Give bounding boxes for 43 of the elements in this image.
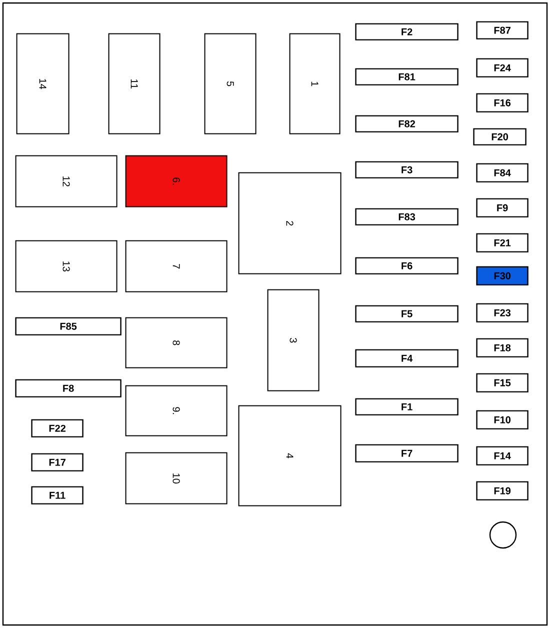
fuse-slot: F23 <box>476 303 528 322</box>
fuse-slot: F30 <box>476 266 528 286</box>
fuse-slot: F19 <box>476 481 528 500</box>
relay-slot: 7 <box>125 240 228 292</box>
fuse-slot: F17 <box>31 453 84 472</box>
fuse-slot: F24 <box>476 58 528 78</box>
relay-slot: 3 <box>267 289 320 392</box>
fuse-slot: F18 <box>476 338 528 358</box>
fuse-slot: F6 <box>355 257 458 274</box>
fuse-slot: F14 <box>476 446 528 466</box>
fuse-slot: F82 <box>355 115 458 132</box>
fuse-slot: F15 <box>476 373 528 392</box>
fuse-slot: F85 <box>15 317 122 336</box>
relay-slot: 14 <box>16 33 70 134</box>
fuse-slot: F10 <box>476 410 528 430</box>
fuse-slot: F2 <box>355 23 458 40</box>
fuse-slot: F83 <box>355 208 458 226</box>
relay-slot: 11 <box>108 33 160 134</box>
fuse-slot: F1 <box>355 398 458 416</box>
fuse-slot: F7 <box>355 444 458 462</box>
fuse-slot: F3 <box>355 161 458 178</box>
fuse-slot: F8 <box>15 379 122 398</box>
relay-slot: 6. <box>125 155 228 208</box>
fuse-slot: F81 <box>355 68 458 86</box>
relay-slot: 1 <box>289 33 340 134</box>
fuse-slot: F21 <box>476 233 528 252</box>
fuse-slot: F20 <box>473 128 526 146</box>
relay-slot: 13 <box>15 240 118 292</box>
relay-slot: 10 <box>125 452 228 504</box>
fuse-slot: F16 <box>476 93 528 112</box>
fuse-slot: F9 <box>476 198 528 218</box>
relay-slot: 9. <box>125 385 228 436</box>
fuse-slot: F22 <box>31 419 84 438</box>
fuse-slot: F4 <box>355 349 458 368</box>
fuse-slot: F11 <box>31 486 84 504</box>
relay-slot: 12 <box>15 155 118 208</box>
fuse-slot: F5 <box>355 305 458 322</box>
relay-slot: 8 <box>125 317 228 368</box>
relay-slot: 2 <box>238 172 342 274</box>
relay-slot: 4 <box>238 405 342 506</box>
relay-slot: 5 <box>204 33 256 134</box>
fuse-slot: F84 <box>476 163 528 182</box>
fuse-slot: F87 <box>476 21 528 40</box>
